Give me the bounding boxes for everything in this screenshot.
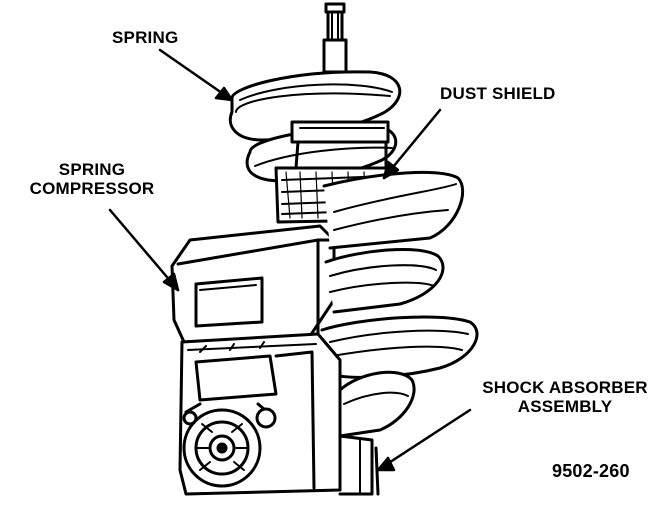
shock-absorber-label: SHOCK ABSORBER ASSEMBLY [470,378,660,416]
shock-absorber-arrowhead [376,456,396,472]
spring-compressor-label-line2: COMPRESSOR [29,179,155,198]
adjuster-screw [182,402,277,488]
leader-arrows [108,48,472,472]
shock-absorber-label-line2: ASSEMBLY [517,397,613,416]
lower-spring-coils [320,247,479,438]
shock-absorber-leader [376,408,472,472]
piston-rod [322,2,348,74]
spring-label: SPRING [112,28,179,47]
spring-compressor-arrowhead [162,272,180,292]
dust-shield-label: DUST SHIELD [440,84,556,103]
spring-compressor-label: SPRING COMPRESSOR [22,160,162,198]
shock-absorber-body [338,434,380,496]
dust-shield-arrowhead [382,160,400,180]
shock-absorber-label-line1: SHOCK ABSORBER [482,378,648,397]
spring-compressor [170,171,465,344]
spring-compressor-leader [108,208,180,292]
spring-arrowhead [214,86,234,102]
spring-compressor-label-line1: SPRING [58,160,126,179]
figure-id: 9502-260 [552,461,630,481]
